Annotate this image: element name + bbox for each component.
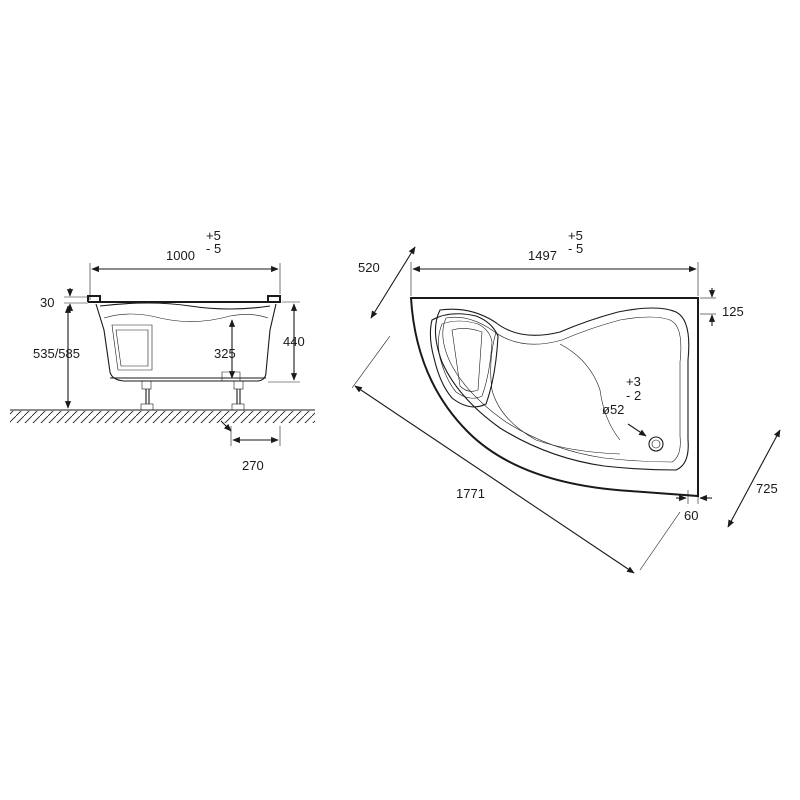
rim-value: 30 xyxy=(40,295,54,310)
dim-length: 1497 +5 - 5 xyxy=(410,228,699,296)
width-tol-plus: +5 xyxy=(206,228,221,243)
width-tol-minus: - 5 xyxy=(206,241,221,256)
body-height-value: 440 xyxy=(283,334,305,349)
inner-depth-value: 325 xyxy=(214,346,236,361)
tub-legs xyxy=(140,380,245,411)
drain: +3 - 2 ø52 xyxy=(602,374,664,452)
dim-body-height: 440 xyxy=(268,301,305,383)
drain-tol-minus: - 2 xyxy=(626,388,641,403)
floor xyxy=(10,409,315,423)
dim-foot-distance: 270 xyxy=(220,420,281,473)
side-view: 1000 +5 - 5 30 535/585 325 440 xyxy=(10,228,315,473)
total-height-value: 535/585 xyxy=(33,346,80,361)
length-value: 1497 xyxy=(528,248,557,263)
width-value: 1000 xyxy=(166,248,195,263)
dim-corner-side: 520 xyxy=(358,246,416,319)
length-tol-plus: +5 xyxy=(568,228,583,243)
dim-short-side: 725 xyxy=(727,429,781,528)
tub-inner-basin xyxy=(434,307,690,471)
top-view: +3 - 2 ø52 1497 +5 - 5 520 125 xyxy=(351,228,781,574)
dim-width: 1000 +5 - 5 xyxy=(89,228,281,300)
rim-top-value: 125 xyxy=(722,304,744,319)
length-tol-minus: - 5 xyxy=(568,241,583,256)
drain-offset-value: 60 xyxy=(684,508,698,523)
dim-diagonal: 1771 xyxy=(351,335,681,574)
foot-distance-value: 270 xyxy=(242,458,264,473)
drain-diameter: ø52 xyxy=(602,402,624,417)
diagonal-value: 1771 xyxy=(456,486,485,501)
drain-tol-plus: +3 xyxy=(626,374,641,389)
tub-side-profile xyxy=(87,295,281,382)
dim-inner-depth: 325 xyxy=(214,319,236,379)
dim-rim-top: 125 xyxy=(700,288,744,326)
corner-side-value: 520 xyxy=(358,260,380,275)
tub-outer-contour xyxy=(409,297,699,498)
dim-rim: 30 xyxy=(40,288,88,312)
short-side-value: 725 xyxy=(756,481,778,496)
dim-total-height: 535/585 xyxy=(33,305,80,409)
dim-drain-offset: 60 xyxy=(676,486,712,523)
